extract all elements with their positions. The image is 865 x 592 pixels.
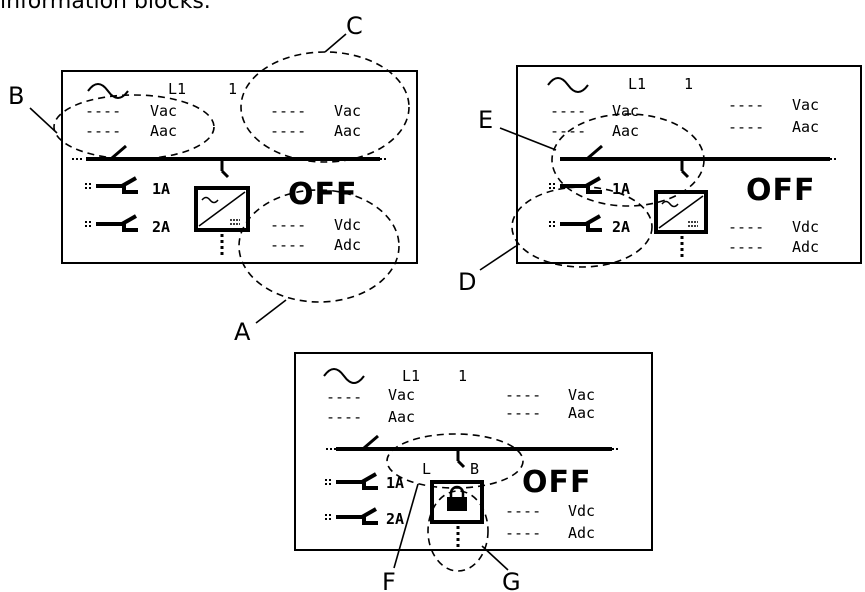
bus-switch-icon	[111, 144, 127, 160]
breaker-1-label: 1A	[386, 474, 404, 492]
breaker-2-label: 2A	[152, 218, 170, 236]
unit-label: 1	[458, 367, 467, 385]
breaker-switch-icon	[325, 472, 378, 490]
caption-fragment: information blocks.	[0, 0, 211, 14]
ac-in-volts-unit: Vac	[568, 386, 595, 404]
lcd-panel-1: L1 1 ---- Vac ---- Aac ---- Vac ---- Aac…	[61, 70, 418, 264]
sine-wave-icon	[547, 77, 589, 93]
ac-out-amps-value: ----	[85, 122, 121, 140]
ac-out-amps-unit: Aac	[150, 122, 177, 140]
ac-out-volts-value: ----	[326, 388, 362, 406]
dc-amps-value: ----	[728, 238, 764, 256]
phase-label: L1	[402, 367, 420, 385]
breaker-1-label: 1A	[612, 180, 630, 198]
callout-leader-d	[479, 245, 517, 271]
callout-ellipse-b	[53, 94, 215, 160]
breaker-switch-icon	[549, 176, 602, 194]
phase-label: L1	[168, 80, 186, 98]
lcd-panel-3: L1 1 ---- Vac ---- Aac ---- Vac ---- Aac…	[294, 352, 653, 551]
callout-leader-e	[499, 127, 557, 151]
breaker-2-label: 2A	[612, 218, 630, 236]
dc-volts-unit: Vdc	[792, 218, 819, 236]
ac-in-amps-unit: Aac	[792, 118, 819, 136]
bus-switch-icon	[363, 434, 379, 450]
ac-in-volts-value: ----	[728, 96, 764, 114]
callout-ellipse-d	[511, 186, 653, 268]
dc-amps-unit: Adc	[334, 236, 361, 254]
status-off: OFF	[288, 177, 358, 212]
callout-ellipse-f	[386, 433, 524, 489]
breaker-switch-icon	[85, 214, 138, 232]
sine-wave-icon	[323, 368, 365, 384]
ac-out-volts-unit: Vac	[388, 386, 415, 404]
callout-label-d: D	[458, 268, 476, 296]
breaker-switch-icon	[325, 507, 378, 525]
callout-label-e: E	[478, 106, 493, 134]
callout-label-c: C	[346, 12, 363, 40]
ac-in-volts-value: ----	[505, 386, 541, 404]
breaker-1-label: 1A	[152, 180, 170, 198]
ac-out-volts-value: ----	[550, 102, 586, 120]
callout-leader-c	[324, 33, 347, 53]
callout-label-a: A	[234, 318, 251, 346]
ac-in-amps-value: ----	[505, 404, 541, 422]
ac-in-amps-unit: Aac	[334, 122, 361, 140]
ac-out-amps-unit: Aac	[612, 122, 639, 140]
callout-leader-a	[255, 299, 287, 324]
dc-volts-unit: Vdc	[334, 216, 361, 234]
status-off: OFF	[522, 465, 592, 500]
unit-label: 1	[684, 75, 693, 93]
callout-ellipse-g	[427, 490, 489, 572]
ac-in-amps-value: ----	[728, 118, 764, 136]
ac-out-amps-value: ----	[326, 408, 362, 426]
panel-frame	[61, 70, 418, 264]
dc-amps-value: ----	[270, 236, 306, 254]
dc-volts-unit: Vdc	[568, 502, 595, 520]
phase-label: L1	[628, 75, 646, 93]
relay-right-label: B	[470, 460, 479, 478]
callout-label-f: F	[382, 568, 396, 592]
dc-volts-value: ----	[270, 216, 306, 234]
callout-leader-b	[29, 107, 58, 134]
ac-out-volts-unit: Vac	[612, 102, 639, 120]
dc-amps-value: ----	[505, 524, 541, 542]
inverter-icon	[654, 190, 708, 258]
inverter-icon	[194, 186, 250, 256]
breaker-switch-icon	[85, 176, 138, 194]
ac-out-volts-value: ----	[85, 102, 121, 120]
callout-label-g: G	[502, 568, 521, 592]
callout-label-b: B	[8, 82, 24, 110]
callout-leader-f	[393, 483, 419, 569]
callout-ellipse-a	[238, 189, 400, 303]
ac-out-amps-unit: Aac	[388, 408, 415, 426]
dc-volts-value: ----	[505, 502, 541, 520]
ac-in-amps-value: ----	[270, 122, 306, 140]
bus-switch-icon	[587, 144, 603, 160]
sine-wave-icon	[87, 83, 129, 99]
ac-in-volts-unit: Vac	[334, 102, 361, 120]
ac-in-amps-unit: Aac	[568, 404, 595, 422]
unit-label: 1	[228, 80, 237, 98]
dc-amps-unit: Adc	[792, 238, 819, 256]
dc-amps-unit: Adc	[568, 524, 595, 542]
callout-ellipse-e	[551, 113, 705, 207]
ac-in-volts-value: ----	[270, 102, 306, 120]
status-off: OFF	[746, 173, 816, 208]
relay-left-label: L	[422, 460, 431, 478]
dc-volts-value: ----	[728, 218, 764, 236]
breaker-2-label: 2A	[386, 510, 404, 528]
breaker-switch-icon	[549, 214, 602, 232]
ac-out-volts-unit: Vac	[150, 102, 177, 120]
ac-in-volts-unit: Vac	[792, 96, 819, 114]
lcd-panel-2: L1 1 ---- Vac ---- Aac ---- Vac ---- Aac…	[516, 65, 862, 264]
callout-leader-g	[481, 545, 509, 571]
